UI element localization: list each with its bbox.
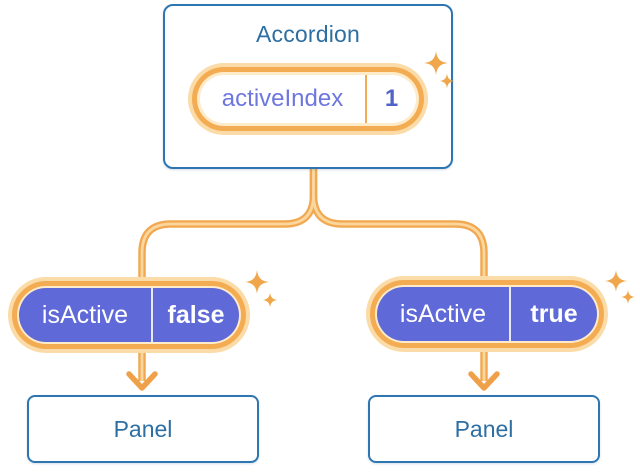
sparkle-icon [605, 270, 635, 304]
panel-node-left: Panel [27, 395, 259, 463]
pill-divider [365, 75, 367, 123]
arrow-down-icon [126, 371, 158, 391]
prop-pill-false: isActive false [8, 277, 250, 353]
prop-name-label: isActive [399, 299, 487, 328]
sparkle-icon [245, 270, 278, 308]
panel-node-right: Panel [368, 395, 600, 463]
state-value-label: 1 [384, 85, 399, 112]
prop-value-label: false [167, 300, 225, 329]
state-name-label: activeIndex [221, 85, 344, 112]
accordion-node: Accordion activeIndex 1 [163, 4, 453, 169]
state-pill: activeIndex 1 [188, 63, 428, 135]
pill-divider [509, 287, 511, 341]
prop-name-label: isActive [41, 300, 129, 329]
arrow-down-icon [468, 371, 500, 391]
prop-value-label: true [530, 299, 578, 328]
node-title: Accordion [255, 21, 361, 47]
prop-pill-true: isActive true [366, 276, 608, 352]
